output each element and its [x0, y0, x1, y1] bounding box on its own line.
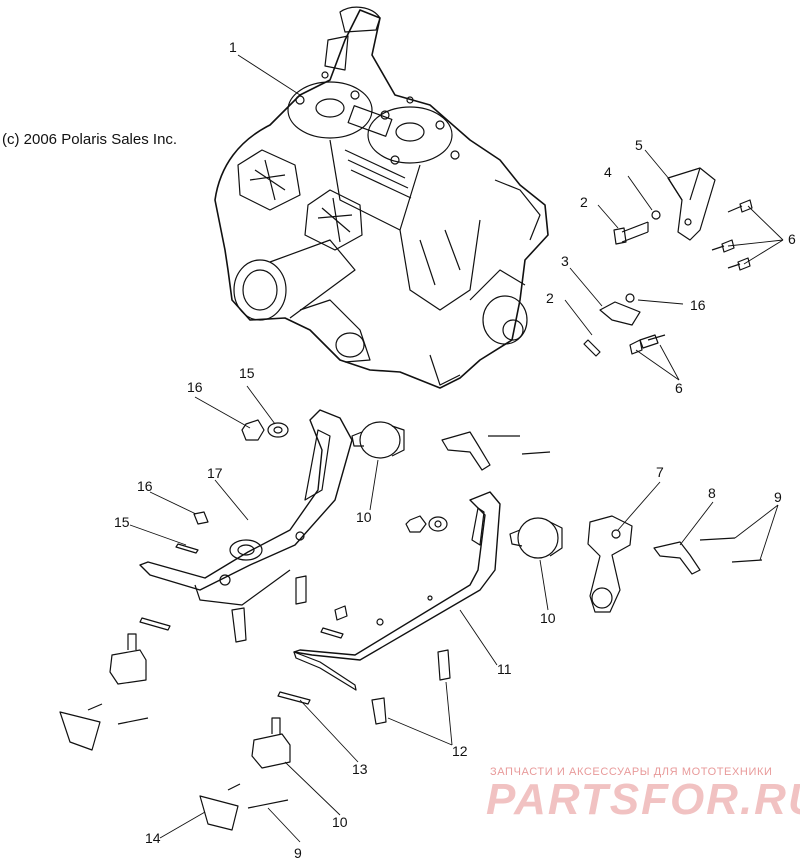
upper-bracket-5 [667, 167, 716, 241]
callout-12: 12 [452, 743, 468, 759]
callout-16-right: 16 [690, 297, 706, 313]
watermark-subtitle: ЗАПЧАСТИ И АКСЕССУАРЫ ДЛЯ МОТОТЕХНИКИ [490, 766, 773, 778]
callout-11: 11 [497, 661, 512, 677]
bracket-7 [587, 515, 633, 613]
callout-16-lower: 16 [137, 478, 153, 494]
bracket-11 [293, 491, 501, 691]
link-8 [653, 537, 763, 575]
engine-assembly [214, 6, 549, 389]
callout-9-bottom: 9 [294, 845, 302, 861]
callout-1: 1 [229, 39, 237, 55]
nut-16-left [175, 419, 289, 554]
callout-3: 3 [561, 253, 569, 269]
callout-6-upper: 6 [788, 231, 796, 247]
callout-15-upper: 15 [239, 365, 255, 381]
nut-washer-11 [320, 515, 448, 639]
callout-labels: 1 2 2 3 4 5 6 6 7 8 9 9 10 10 10 11 12 1… [114, 39, 796, 861]
callout-6-lower: 6 [675, 380, 683, 396]
rubber-mount-10-b [509, 517, 563, 559]
left-bracket-17 [139, 409, 353, 606]
callout-9-right: 9 [774, 489, 782, 505]
copyright-notice: (c) 2006 Polaris Sales Inc. [2, 131, 178, 148]
callout-10-right: 10 [540, 610, 556, 626]
bolt-2-upper [613, 210, 661, 245]
callout-5: 5 [635, 137, 643, 153]
callout-2-lower: 2 [546, 290, 554, 306]
callout-4: 4 [604, 164, 612, 180]
lower-right-stack [199, 649, 451, 831]
bracket-3 [583, 293, 666, 357]
callout-7: 7 [656, 464, 664, 480]
leader-lines [129, 54, 784, 843]
watermark-brand: PARTSFOR.RU [486, 775, 800, 824]
rubber-mount-10-a [351, 421, 405, 459]
callout-2-upper: 2 [580, 194, 588, 210]
lower-left-stack [59, 575, 307, 751]
link-upper [441, 431, 551, 471]
callout-16-upper: 16 [187, 379, 203, 395]
callout-10-upper: 10 [356, 509, 372, 525]
callout-10-bottom: 10 [332, 814, 348, 830]
callout-13: 13 [352, 761, 368, 777]
callout-8: 8 [708, 485, 716, 501]
callout-15-lower: 15 [114, 514, 130, 530]
bolts-6-upper [711, 199, 753, 271]
callout-17: 17 [207, 465, 223, 481]
callout-14: 14 [145, 830, 161, 846]
